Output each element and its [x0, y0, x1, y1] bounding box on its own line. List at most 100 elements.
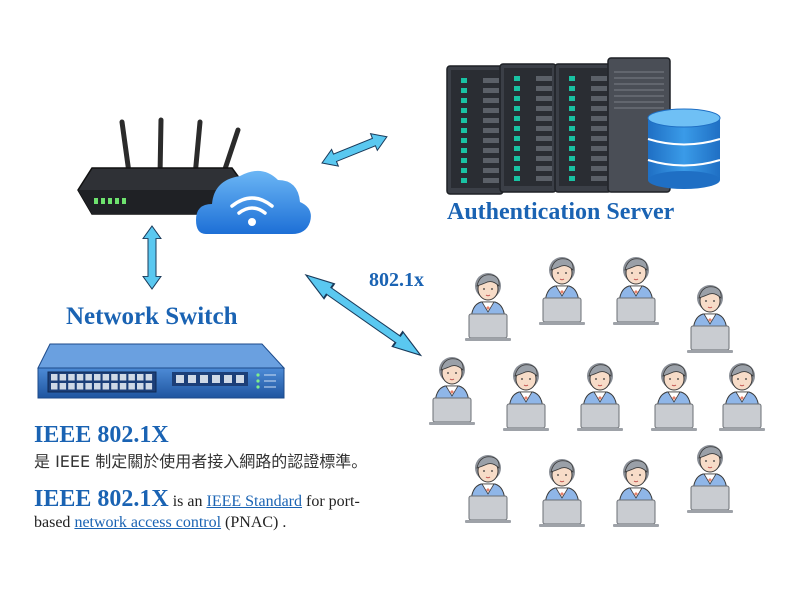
server-light — [569, 136, 575, 141]
server-light — [514, 146, 520, 151]
server-light — [569, 126, 575, 131]
switch-port — [68, 374, 75, 381]
server-light — [514, 126, 520, 131]
server-light — [461, 78, 467, 83]
server-light — [461, 168, 467, 173]
server-light — [536, 86, 552, 91]
switch-port — [128, 383, 135, 390]
english-description-line1: IEEE 802.1X is an IEEE Standard for port… — [34, 486, 360, 513]
user-icon — [502, 362, 550, 432]
switch-port — [76, 374, 84, 381]
switch-port — [85, 383, 92, 390]
chinese-description: 是 IEEE 制定關於使用者接入網路的認證標準。 — [34, 452, 368, 471]
server-light — [483, 178, 499, 183]
server-light — [591, 136, 607, 141]
switch-port — [59, 383, 67, 390]
user-icon — [464, 272, 512, 342]
server-light — [569, 76, 575, 81]
server-light — [483, 88, 499, 93]
user-icon — [428, 356, 476, 426]
server-light — [569, 146, 575, 151]
wifi-cloud-icon — [196, 170, 311, 234]
server-light — [461, 148, 467, 153]
protocol-label: 802.1x — [369, 269, 424, 291]
server-light — [569, 116, 575, 121]
user-icon — [650, 362, 698, 432]
user-icon — [686, 284, 734, 354]
server-light — [461, 118, 467, 123]
server-light — [461, 98, 467, 103]
english-description-line2: based network access control (PNAC) . — [34, 514, 286, 532]
server-light — [591, 96, 607, 101]
server-light — [483, 168, 499, 173]
server-light — [514, 136, 520, 141]
text-segment: for port- — [302, 493, 360, 510]
server-light — [483, 78, 499, 83]
server-light — [591, 176, 607, 181]
user-icon — [538, 458, 586, 528]
server-light — [514, 96, 520, 101]
server-light — [514, 76, 520, 81]
server-light — [569, 86, 575, 91]
text-segment: (PNAC) . — [221, 514, 287, 531]
server-light — [483, 98, 499, 103]
switch-port — [85, 374, 92, 381]
ieee-name: IEEE 802.1X — [34, 486, 169, 512]
server-light — [461, 88, 467, 93]
switch-port — [94, 374, 101, 381]
server-light — [591, 166, 607, 171]
server-light — [569, 96, 575, 101]
server-light — [461, 138, 467, 143]
switch-port — [119, 383, 127, 390]
switch-port — [76, 383, 84, 390]
server-light — [536, 106, 552, 111]
server-rack-icon — [446, 57, 671, 195]
server-light — [591, 86, 607, 91]
server-light — [536, 76, 552, 81]
user-icon — [464, 454, 512, 524]
switch-port — [111, 374, 118, 381]
server-light — [461, 178, 467, 183]
server-light — [461, 128, 467, 133]
user-icon — [612, 458, 660, 528]
server-light — [483, 118, 499, 123]
server-light — [514, 106, 520, 111]
server-light — [514, 116, 520, 121]
server-light — [536, 176, 552, 181]
server-light — [536, 96, 552, 101]
switch-port — [59, 374, 67, 381]
ieee-standard-link[interactable]: IEEE Standard — [206, 493, 303, 510]
server-light — [536, 146, 552, 151]
server-light — [483, 158, 499, 163]
server-light — [536, 136, 552, 141]
double-arrow-icon — [318, 127, 391, 172]
switch-port — [51, 383, 58, 390]
authentication-server-label: Authentication Server — [447, 199, 675, 225]
server-light — [514, 86, 520, 91]
switch-port — [119, 374, 127, 381]
user-icon — [612, 256, 660, 326]
server-light — [536, 156, 552, 161]
server-light — [569, 166, 575, 171]
user-icon — [686, 444, 734, 514]
user-icon — [576, 362, 624, 432]
user-group — [428, 256, 766, 528]
switch-port — [51, 374, 58, 381]
switch-port — [68, 383, 75, 390]
server-light — [591, 156, 607, 161]
server-light — [569, 106, 575, 111]
user-icon — [538, 256, 586, 326]
switch-port — [145, 374, 153, 381]
switch-port — [102, 383, 110, 390]
server-light — [591, 76, 607, 81]
server-light — [483, 138, 499, 143]
server-light — [591, 126, 607, 131]
user-icon — [718, 362, 766, 432]
server-light — [483, 148, 499, 153]
switch-port — [137, 383, 144, 390]
server-light — [569, 176, 575, 181]
network-access-control-link[interactable]: network access control — [74, 514, 222, 531]
double-arrow-icon — [142, 225, 162, 290]
switch-port — [111, 383, 118, 390]
